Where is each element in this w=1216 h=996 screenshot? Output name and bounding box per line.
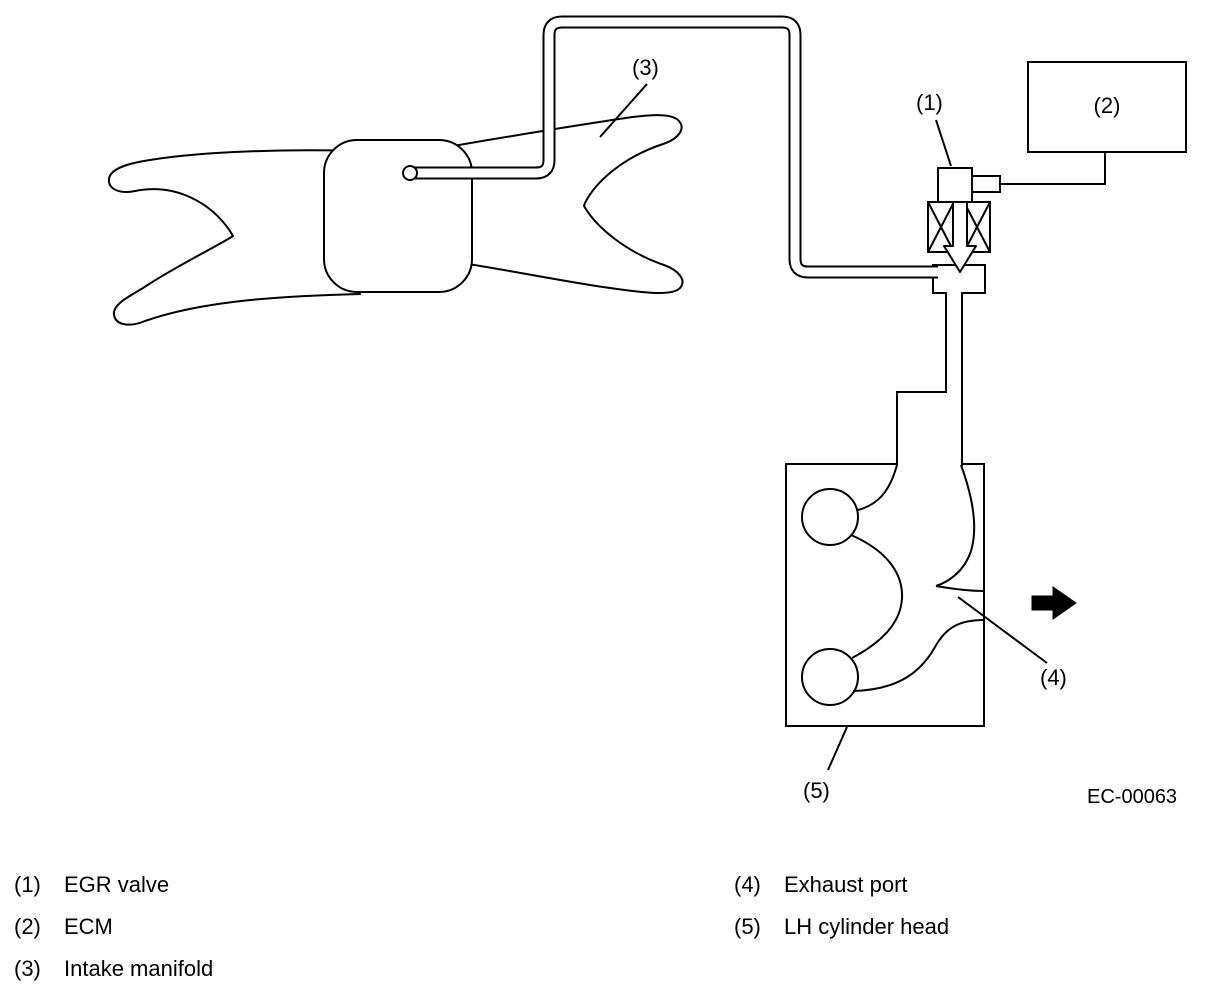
callout-3-label: (3) [632,55,659,80]
egr-valve [927,167,1001,273]
legend-label-egr-valve: EGR valve [64,872,170,897]
callout-1-label: (1) [916,90,943,115]
legend-num-2: (2) [14,914,41,939]
pipe-nipple [402,165,418,181]
exhaust-port-passages [801,464,985,706]
passage-exit-lower-wall [852,619,985,692]
egr-flow-down-arrow-icon [943,201,977,273]
callout-2-label: (2) [1094,93,1121,118]
egr-down-pipe [896,293,963,466]
egr-coil-right-x2 [963,201,991,253]
legend-label-intake-manifold: Intake manifold [64,956,214,981]
intake-manifold-left-wing [107,149,361,326]
cylinder-head-box [785,463,985,727]
legend-num-4: (4) [734,872,761,897]
passage-mid-s-curve [850,534,904,659]
callout-4-label: (4) [1040,665,1067,690]
legend-num-3: (3) [14,956,41,981]
intake-manifold [107,114,684,326]
egr-system-diagram: (3) (1) (2) (4) (5) EC-00063 [107,15,1187,808]
passage-entry-left [857,464,898,511]
passage-entry-right [935,464,976,587]
ecm-box [1027,61,1187,153]
legend-label-ecm: ECM [64,914,113,939]
legend-label-lh-cylinder-head: LH cylinder head [784,914,950,939]
egr-valve-top-connector [937,167,973,203]
intake-manifold-right-wing [435,114,684,295]
figure-code: EC-00063 [1087,786,1177,808]
stub-bottom-gap [947,290,961,295]
exhaust-port-upper [801,488,859,546]
legend-item-2: (2) ECM [14,914,113,940]
exhaust-port-lower [801,648,859,706]
ecm-wire [1000,152,1106,185]
passage-exit-upper-wall [935,585,985,592]
legend-item-1: (1) EGR valve [14,872,169,898]
exhaust-flow-arrow-icon [1031,586,1077,620]
legend-label-exhaust-port: Exhaust port [784,872,908,897]
legend-item-5: (5) LH cylinder head [734,914,949,940]
egr-coil-left-x2 [927,201,955,253]
vacuum-pipe [402,15,938,279]
down-pipe-left-wall [896,293,947,466]
callouts: (3) (1) (2) (4) (5) EC-00063 [599,55,1177,808]
intake-manifold-plenum [323,139,473,293]
callout-1-leader [935,119,952,167]
legend-num-1: (1) [14,872,41,897]
legend-item-4: (4) Exhaust port [734,872,908,898]
callout-3-leader [599,83,648,138]
legend-num-5: (5) [734,914,761,939]
callout-4-leader [957,596,1048,664]
callout-5-leader [827,726,848,771]
callout-5-label: (5) [803,778,830,803]
egr-valve-terminal [971,175,1001,193]
pipe-entry-gap [898,461,961,467]
vacuum-pipe-inner [414,17,938,277]
legend-item-3: (3) Intake manifold [14,956,213,982]
